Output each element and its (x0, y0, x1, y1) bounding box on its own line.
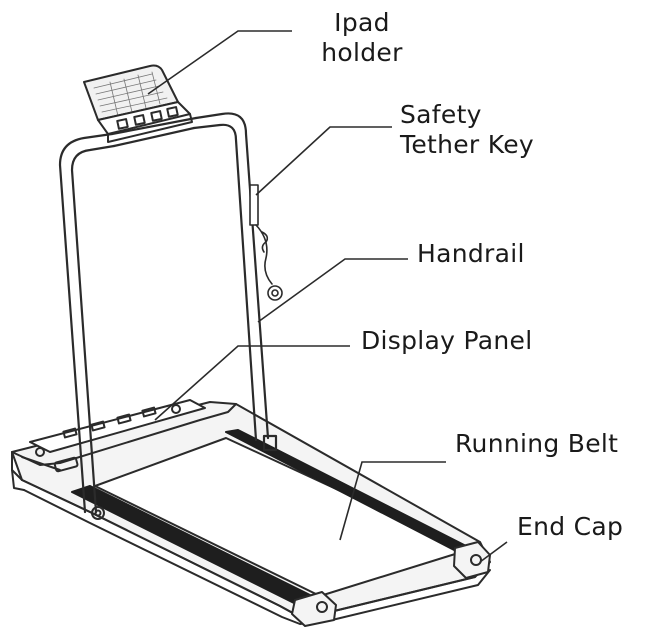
safety-tether-key-label-line-2: Tether Key (400, 130, 534, 159)
leader-ipad-holder (147, 30, 292, 95)
leader-handrail (257, 258, 408, 323)
ipad-holder-shape (83, 64, 193, 143)
display-panel-shape (29, 399, 206, 473)
end-cap-label: End Cap (517, 512, 624, 541)
ipad-holder-label: Ipad holder (314, 8, 410, 68)
display-panel-label: Display Panel (361, 326, 533, 355)
treadmill-illustration (11, 64, 491, 627)
leader-safety-tether-key (255, 126, 392, 196)
leader-display-panel (154, 345, 350, 421)
running-belt-label: Running Belt (455, 429, 619, 458)
ipad-holder-label-line-2: holder (321, 38, 403, 67)
safety-tether-key-label-line-1: Safety (400, 100, 482, 129)
end-cap-shapes (91, 506, 491, 627)
leader-lines (147, 30, 508, 563)
leader-end-cap (479, 541, 508, 563)
safety-tether-key-label: Safety Tether Key (400, 100, 534, 160)
handrail-shape (58, 112, 278, 514)
ipad-holder-label-line-1: Ipad (334, 8, 390, 37)
leader-running-belt (339, 461, 446, 541)
handrail-label: Handrail (417, 239, 525, 268)
safety-tether-shape (249, 184, 283, 301)
